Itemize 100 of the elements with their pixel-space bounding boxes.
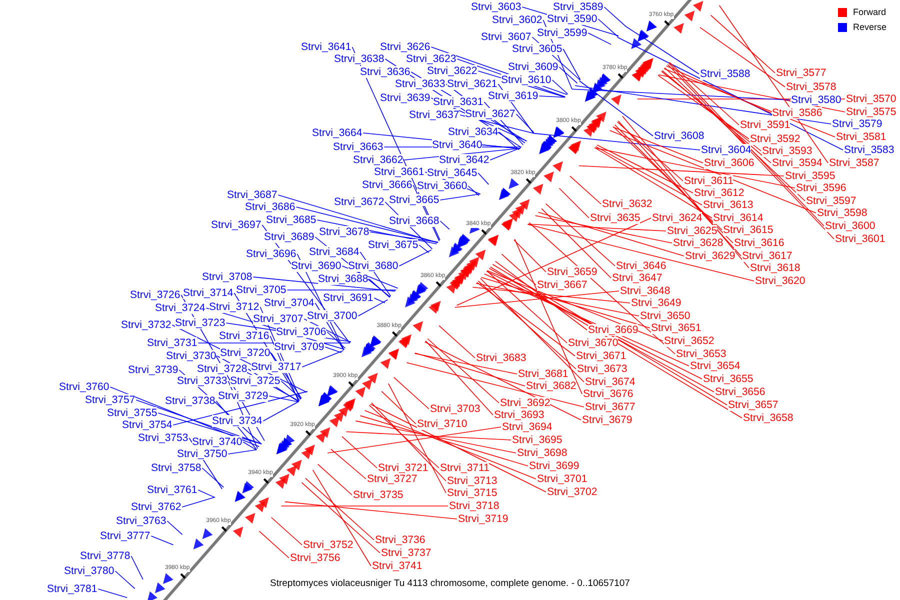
gene-label: Strvi_3705 (236, 284, 286, 296)
leader-line (456, 218, 652, 306)
leader-line (150, 536, 174, 546)
gene-label: Strvi_3623 (406, 53, 456, 65)
gene-label: Strvi_3756 (290, 552, 340, 564)
leader-line (98, 588, 128, 598)
gene-label: Strvi_3718 (449, 500, 500, 512)
gene-label: Strvi_3656 (715, 386, 766, 398)
leader-line (501, 254, 536, 286)
gene-label: Strvi_3734 (212, 415, 262, 427)
leader-line (574, 85, 832, 124)
gene-label: Strvi_3606 (704, 157, 754, 169)
gene-label: Strvi_3575 (846, 106, 896, 118)
leader-line (541, 208, 612, 278)
gene-label: Strvi_3634 (448, 126, 498, 138)
leader-line (302, 350, 344, 368)
leader-line (612, 126, 722, 230)
gene-label: Strvi_3724 (155, 302, 206, 314)
gene-label: Strvi_3741 (372, 560, 422, 572)
leader-line (393, 376, 430, 410)
leader-line (324, 346, 342, 354)
gene-label: Strvi_3725 (230, 375, 280, 387)
leader-line (658, 74, 750, 140)
gene-label: Strvi_3605 (512, 43, 562, 55)
gene-label: Strvi_3688 (318, 273, 368, 285)
leader-line (532, 132, 700, 150)
gene-label: Strvi_3620 (755, 275, 806, 287)
gene-label: Strvi_3689 (264, 231, 314, 243)
gene-label: Strvi_3669 (588, 324, 638, 336)
gene-label: Strvi_3600 (825, 220, 876, 232)
gene-label: Strvi_3603 (471, 1, 522, 13)
gene-label: Strvi_3607 (481, 31, 532, 43)
gene-label: Strvi_3635 (590, 212, 640, 224)
gene-label: Strvi_3617 (742, 250, 792, 262)
leader-line (317, 464, 352, 496)
gene-label: Strvi_3740 (192, 436, 242, 448)
gene-label: Strvi_3733 (177, 375, 228, 387)
gene-label: Strvi_3715 (447, 487, 498, 499)
leader-line (301, 482, 380, 554)
leader-line (182, 496, 216, 508)
gene-label: Strvi_3682 (526, 380, 576, 392)
leader-line (488, 268, 714, 392)
gene-label: Strvi_3750 (177, 448, 228, 460)
gene-label: Strvi_3762 (131, 501, 182, 513)
gene-label: Strvi_3777 (100, 530, 150, 542)
gene-label: Strvi_3595 (785, 170, 836, 182)
leader-line (398, 250, 432, 266)
gene-label: Strvi_3594 (772, 157, 822, 169)
leader-line (486, 270, 568, 344)
gene-label: Strvi_3591 (740, 119, 790, 131)
gene-label: Strvi_3602 (492, 14, 542, 26)
leader-line (228, 449, 257, 454)
leader-line (594, 148, 796, 188)
gene-label: Strvi_3673 (577, 363, 628, 375)
leader-line (368, 278, 390, 298)
gene-label: Strvi_3624 (652, 212, 702, 224)
gene-label: Strvi_3675 (368, 239, 418, 251)
gene-label: Strvi_3618 (750, 262, 800, 274)
leader-line (258, 530, 290, 558)
gene-label: Strvi_3586 (772, 107, 822, 119)
gene-label: Strvi_3732 (121, 319, 172, 331)
gene-label: Strvi_3616 (734, 237, 784, 249)
gene-label: Strvi_3581 (836, 131, 886, 143)
gene-label: Strvi_3626 (380, 41, 430, 53)
leader-line (494, 260, 588, 330)
gene-label: Strvi_3640 (432, 139, 482, 151)
leader-line (538, 212, 684, 256)
leader-line (172, 391, 308, 426)
leader-line (414, 352, 526, 386)
gene-label: Strvi_3599 (537, 27, 588, 39)
leader-line (330, 448, 366, 480)
leader-line (476, 282, 576, 356)
leader-line (114, 570, 136, 590)
leader-line (381, 390, 416, 424)
gene-label: Strvi_3580 (791, 94, 842, 106)
leader-line (545, 203, 616, 266)
gene-label: Strvi_3652 (664, 335, 714, 347)
gene-label: Strvi_3699 (529, 460, 580, 472)
gene-label: Strvi_3589 (553, 1, 604, 13)
leader-line (262, 401, 300, 422)
legend-label: Reverse (853, 22, 887, 33)
gene-label: Strvi_3687 (227, 189, 278, 201)
gene-label: Strvi_3739 (128, 364, 178, 376)
gene-label: Strvi_3677 (585, 401, 636, 413)
leader-line (614, 124, 734, 244)
gene-label: Strvi_3757 (85, 394, 136, 406)
leader-line (478, 172, 489, 185)
gene-label: Strvi_3632 (602, 198, 652, 210)
leader-line (342, 436, 378, 468)
gene-label: Strvi_3655 (703, 373, 754, 385)
leader-line (710, 14, 776, 74)
leader-line (700, 27, 786, 88)
gene-label: Strvi_3726 (130, 289, 180, 301)
gene-label: Strvi_3641 (301, 41, 352, 53)
gene-label: Strvi_3637 (409, 109, 460, 121)
gene-label: Strvi_3716 (219, 330, 270, 342)
gene-label: Strvi_3707 (253, 313, 304, 325)
gene-label: Strvi_3706 (276, 326, 326, 338)
gene-label: Strvi_3667 (537, 279, 588, 291)
gene-label: Strvi_3701 (537, 473, 588, 485)
